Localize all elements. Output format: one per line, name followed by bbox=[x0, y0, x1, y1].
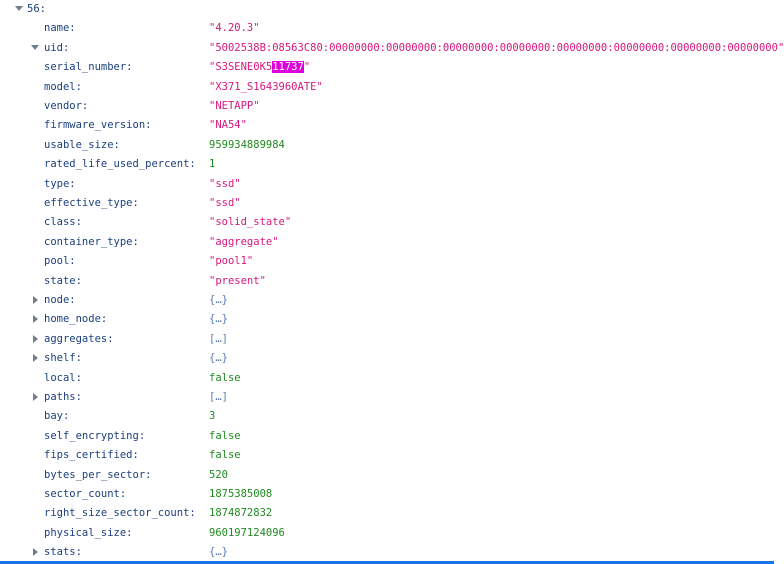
collapse-toggle-icon[interactable] bbox=[33, 548, 38, 557]
json-row: self_encrypting: false bbox=[0, 427, 774, 446]
json-key: class: bbox=[44, 216, 82, 229]
json-value: {…} bbox=[209, 546, 228, 559]
json-row: pool: "pool1" bbox=[0, 252, 774, 271]
json-key: physical_size: bbox=[44, 526, 133, 539]
json-row[interactable]: paths: […] bbox=[0, 388, 774, 407]
json-value: 960197124096 bbox=[209, 526, 285, 539]
json-row: rated_life_used_percent: 1 bbox=[0, 155, 774, 174]
json-value-suffix: " bbox=[303, 61, 311, 74]
json-key: home_node: bbox=[44, 313, 108, 326]
collapse-toggle-icon[interactable] bbox=[33, 295, 38, 304]
json-row: sector_count: 1875385008 bbox=[0, 485, 774, 504]
json-row: state: "present" bbox=[0, 272, 774, 291]
json-value: […] bbox=[209, 390, 228, 403]
collapse-toggle-icon[interactable] bbox=[33, 315, 38, 324]
json-row: class: "solid_state" bbox=[0, 213, 774, 232]
json-value: 1 bbox=[209, 158, 216, 171]
json-key: fips_certified: bbox=[44, 449, 139, 462]
json-row: right_size_sector_count: 1874872832 bbox=[0, 504, 774, 523]
json-value: "NETAPP" bbox=[209, 99, 260, 112]
json-row[interactable]: stats: {…} bbox=[0, 543, 774, 562]
json-key: rated_life_used_percent: bbox=[44, 158, 196, 171]
json-key: local: bbox=[44, 371, 82, 384]
json-row[interactable]: shelf: {…} bbox=[0, 349, 774, 368]
search-highlight: 11737 bbox=[272, 61, 304, 74]
json-value: {…} bbox=[209, 352, 228, 365]
json-key: right_size_sector_count: bbox=[44, 507, 196, 520]
expand-toggle-icon[interactable] bbox=[15, 6, 23, 11]
json-row: bytes_per_sector: 520 bbox=[0, 466, 774, 485]
json-key: bytes_per_sector: bbox=[44, 468, 152, 481]
json-row: effective_type: "ssd" bbox=[0, 194, 774, 213]
json-key: uid: bbox=[44, 41, 70, 54]
json-value: 1875385008 bbox=[209, 487, 273, 500]
horizontal-scrollbar[interactable] bbox=[0, 561, 774, 564]
json-row[interactable]: uid: "5002538B:08563C80:00000000:00000000… bbox=[0, 39, 784, 58]
json-row: fips_certified: false bbox=[0, 446, 774, 465]
json-row: usable_size: 959934889984 bbox=[0, 136, 774, 155]
json-key: 56: bbox=[27, 3, 46, 15]
json-row: vendor: "NETAPP" bbox=[0, 97, 774, 116]
json-value: "pool1" bbox=[209, 255, 254, 268]
json-key: stats: bbox=[44, 546, 82, 559]
json-value: […] bbox=[209, 332, 228, 345]
json-key: pool: bbox=[44, 255, 76, 268]
json-key: self_encrypting: bbox=[44, 429, 146, 442]
json-row: type: "ssd" bbox=[0, 175, 774, 194]
json-key: aggregates: bbox=[44, 332, 114, 345]
json-key: serial_number: bbox=[44, 61, 133, 74]
json-key: container_type: bbox=[44, 235, 139, 248]
json-value: 1874872832 bbox=[209, 507, 273, 520]
json-value: 959934889984 bbox=[209, 138, 285, 151]
json-value: "5002538B:08563C80:00000000:00000000:000… bbox=[209, 41, 784, 54]
json-row: name: "4.20.3" bbox=[0, 19, 774, 38]
collapse-toggle-icon[interactable] bbox=[33, 334, 38, 343]
json-key: paths: bbox=[44, 390, 82, 403]
json-key: vendor: bbox=[44, 99, 89, 112]
json-key: effective_type: bbox=[44, 196, 139, 209]
json-value: "4.20.3" bbox=[209, 22, 260, 35]
json-row[interactable]: node: {…} bbox=[0, 291, 774, 310]
json-value: false bbox=[209, 449, 241, 462]
json-value: "present" bbox=[209, 274, 266, 287]
json-value: {…} bbox=[209, 293, 228, 306]
json-value: "S3SENE0K511737" bbox=[209, 58, 310, 77]
json-value-prefix: "S3SENE0K5 bbox=[209, 61, 273, 74]
json-value: "X371_S1643960ATE" bbox=[209, 80, 323, 93]
expand-toggle-icon[interactable] bbox=[31, 44, 39, 50]
json-value: false bbox=[209, 371, 241, 384]
json-row: container_type: "aggregate" bbox=[0, 233, 774, 252]
json-key: bay: bbox=[44, 410, 70, 423]
json-key: type: bbox=[44, 177, 76, 190]
json-value: "NA54" bbox=[209, 119, 247, 132]
json-key: node: bbox=[44, 293, 76, 306]
json-row[interactable]: home_node: {…} bbox=[0, 310, 774, 329]
json-row: model: "X371_S1643960ATE" bbox=[0, 78, 774, 97]
json-row: firmware_version: "NA54" bbox=[0, 116, 774, 135]
json-row[interactable]: aggregates: […] bbox=[0, 330, 774, 349]
collapse-toggle-icon[interactable] bbox=[33, 354, 38, 363]
json-key: sector_count: bbox=[44, 487, 127, 500]
json-row: serial_number: "S3SENE0K511737" bbox=[0, 58, 774, 77]
json-node-56[interactable]: 56: bbox=[0, 0, 774, 19]
json-row: local: false bbox=[0, 369, 774, 388]
json-key: name: bbox=[44, 22, 76, 35]
json-key: shelf: bbox=[44, 352, 82, 365]
json-row: bay: 3 bbox=[0, 407, 774, 426]
json-value: 3 bbox=[209, 410, 216, 423]
json-key: usable_size: bbox=[44, 138, 120, 151]
json-key: firmware_version: bbox=[44, 119, 152, 132]
json-value: "aggregate" bbox=[209, 235, 279, 248]
collapse-toggle-icon[interactable] bbox=[33, 392, 38, 401]
json-row: physical_size: 960197124096 bbox=[0, 524, 774, 543]
json-value: 520 bbox=[209, 468, 228, 481]
json-value: {…} bbox=[209, 313, 228, 326]
json-value: "ssd" bbox=[209, 177, 241, 190]
json-value: false bbox=[209, 429, 241, 442]
json-value: "solid_state" bbox=[209, 216, 292, 229]
json-key: state: bbox=[44, 274, 82, 287]
json-value: "ssd" bbox=[209, 196, 241, 209]
json-key: model: bbox=[44, 80, 82, 93]
